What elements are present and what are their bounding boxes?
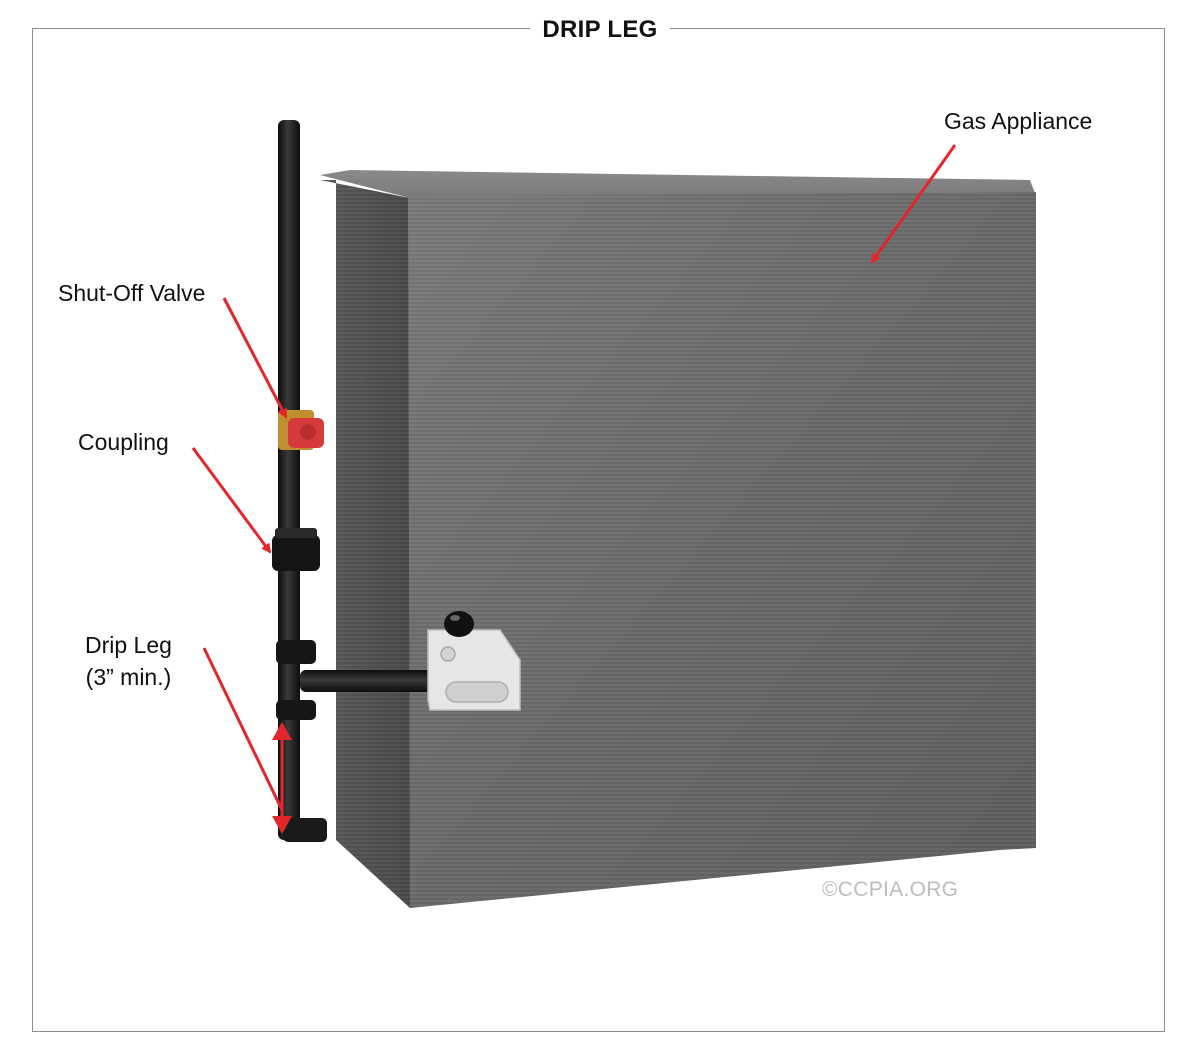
gas-control-unit [427,611,521,711]
label-drip-leg-line1: Drip Leg [85,632,172,658]
coupling-arrow [191,447,272,554]
connector-pipe [300,670,435,692]
label-coupling: Coupling [78,429,169,455]
dimension-arrow-up [272,722,292,740]
callout-arrows [191,144,957,834]
tee-fitting [276,640,316,664]
drip-leg-arrow [202,647,284,811]
appliance-top-face [320,170,1036,198]
drip-leg-cap [283,818,327,842]
gas-appliance [320,170,1036,908]
label-gas-appliance: Gas Appliance [944,108,1093,134]
control-dial [444,611,474,637]
label-drip-leg: Drip Leg (3” min.) [85,629,172,693]
diagram-title: DRIP LEG [530,14,670,46]
label-drip-leg-line2: (3” min.) [85,664,172,690]
gas-pipe [272,120,435,842]
label-shut-off-valve: Shut-Off Valve [58,280,206,306]
dimension-arrow-down [272,816,292,834]
coupling-fitting [272,535,320,571]
gas-appliance-arrow [870,144,957,264]
control-knob-slot [445,681,509,703]
copyright-watermark: ©CCPIA.ORG [822,878,959,901]
shut-off-valve-arrow [222,297,288,419]
